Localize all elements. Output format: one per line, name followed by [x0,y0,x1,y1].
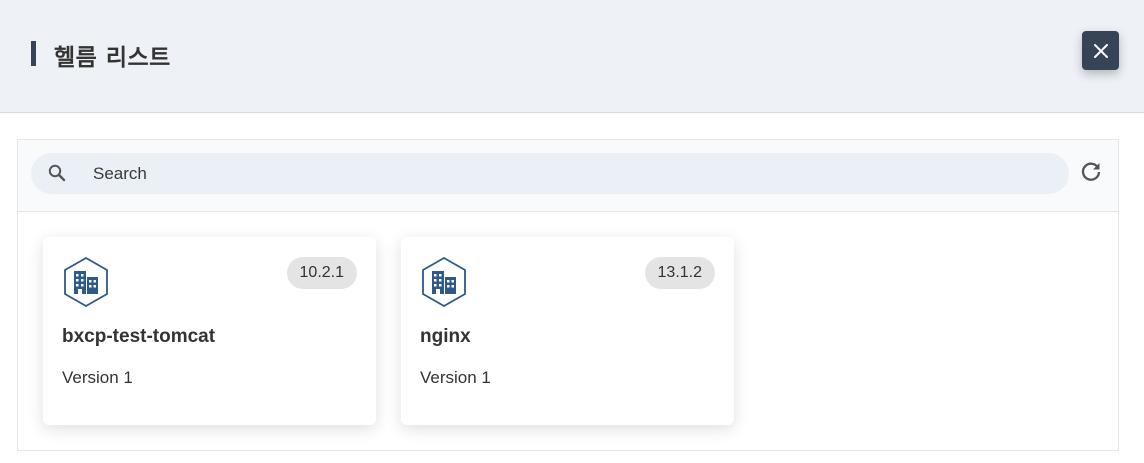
refresh-icon[interactable] [1079,160,1103,184]
search-input[interactable] [93,153,1053,194]
chart-card[interactable]: 13.1.2 nginx Version 1 [401,237,734,425]
close-button[interactable] [1082,31,1119,70]
building-icon [64,256,108,308]
close-icon [1093,43,1108,58]
search-icon [48,164,66,182]
title-accent-bar [31,41,36,66]
chart-card[interactable]: 10.2.1 bxcp-test-tomcat Version 1 [43,237,376,425]
search-box[interactable] [31,153,1069,194]
modal-header: 헬름 리스트 [0,0,1144,113]
chart-version-badge: 13.1.2 [644,257,715,289]
search-toolbar [18,140,1118,212]
chart-version-badge: 10.2.1 [286,257,357,289]
helm-list-panel: 10.2.1 bxcp-test-tomcat Version 1 13.1.2… [17,139,1119,451]
building-icon [422,256,466,308]
chart-version-label: Version 1 [62,368,133,387]
page-title: 헬름 리스트 [54,45,171,71]
chart-name: nginx [420,326,471,347]
chart-name: bxcp-test-tomcat [62,326,216,347]
chart-version-label: Version 1 [420,368,491,387]
